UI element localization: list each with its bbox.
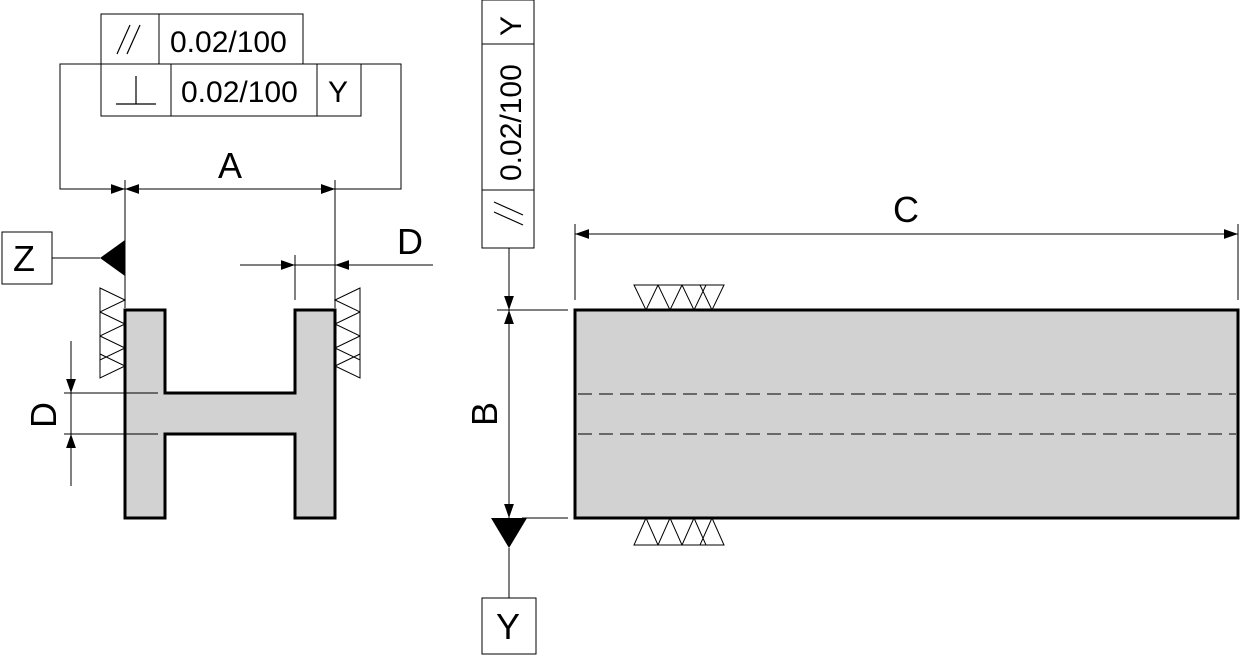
fcf-leader-frame-right: [335, 63, 402, 190]
datum-z-box: [1, 231, 53, 285]
side-view-body: [573, 308, 1240, 520]
datum-z-triangle-icon: [100, 240, 125, 276]
fcf-vertical-tolerance: 0.02/100: [495, 64, 528, 181]
parallel-symbol-vertical-icon: [493, 201, 524, 226]
fcf-parallel-tolerance: 0.02/100: [170, 26, 287, 59]
datum-y-triangle-icon: [491, 518, 527, 548]
datum-z-label: Z: [13, 238, 35, 279]
h-section-profile: [123, 308, 337, 520]
surface-finish-right-icon: [333, 287, 361, 379]
datum-y-label: Y: [496, 606, 520, 647]
dimension-d-left-label: D: [23, 402, 64, 428]
surface-finish-top-icon: [633, 284, 725, 312]
fcf-perpendicular-datum: Y: [328, 76, 348, 109]
fcf-parallel-vertical: Y 0.02/100: [481, 0, 535, 249]
parallel-symbol-icon: [116, 24, 141, 55]
front-view: 0.02/100 0.02/100 Y A D: [1, 13, 433, 520]
dimension-c-label: C: [893, 189, 919, 230]
dimension-b-label: B: [464, 402, 505, 426]
fcf-vertical-datum: Y: [495, 16, 528, 36]
surface-finish-bottom-icon: [633, 516, 725, 546]
datum-y-box: [481, 597, 537, 655]
fcf-leader-frame: [59, 63, 125, 190]
dimension-a-label: A: [218, 145, 242, 186]
dimension-d-top-label: D: [397, 221, 423, 262]
perpendicular-symbol-icon: [116, 76, 156, 105]
surface-finish-left-icon: [99, 287, 127, 379]
side-view: Y 0.02/100 B Y C: [464, 0, 1240, 655]
fcf-perpendicular: 0.02/100 Y: [100, 63, 362, 117]
fcf-perpendicular-tolerance: 0.02/100: [181, 76, 298, 109]
fcf-parallel: 0.02/100: [100, 13, 304, 65]
